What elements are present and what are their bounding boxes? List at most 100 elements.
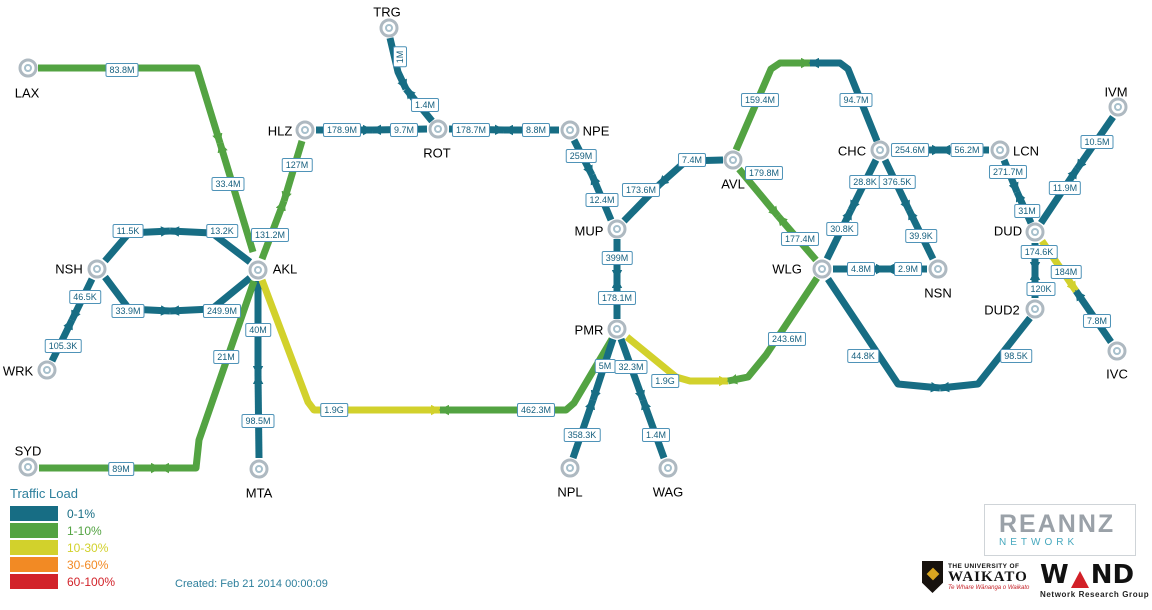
node-ROT[interactable] — [428, 119, 448, 139]
link-load-label[interactable]: 178.1M — [597, 291, 637, 305]
link-load-label[interactable]: 12.4M — [585, 193, 619, 207]
node-label-DUD2[interactable]: DUD2 — [984, 302, 1020, 318]
link-load-label[interactable]: 44.8K — [847, 349, 879, 363]
node-NSN[interactable] — [928, 259, 948, 279]
node-label-LAX[interactable]: LAX — [14, 85, 40, 101]
link-load-label[interactable]: 1M — [393, 46, 407, 68]
link-load-label[interactable]: 105.3K — [44, 339, 82, 353]
link-load-label[interactable]: 174.6K — [1020, 245, 1058, 259]
link-load-label[interactable]: 462.3M — [516, 403, 556, 417]
node-WAG[interactable] — [658, 458, 678, 478]
link-load-label[interactable]: 28.8K — [849, 175, 881, 189]
link-load-label[interactable]: 31M — [1014, 204, 1040, 218]
link-load-label[interactable]: 358.3K — [563, 428, 601, 442]
link-load-label[interactable]: 1.9G — [651, 374, 679, 388]
node-NPL[interactable] — [560, 458, 580, 478]
link-load-label[interactable]: 254.6M — [890, 143, 930, 157]
link-load-label[interactable]: 13.2K — [206, 224, 238, 238]
node-LCN[interactable] — [990, 140, 1010, 160]
link-load-label[interactable]: 259M — [565, 149, 597, 163]
link-load-label[interactable]: 83.8M — [105, 63, 139, 77]
link-load-label[interactable]: 177.4M — [780, 232, 820, 246]
link-load-label[interactable]: 10.5M — [1080, 135, 1114, 149]
link-load-label[interactable]: 56.2M — [950, 143, 984, 157]
node-DUD[interactable] — [1025, 222, 1045, 242]
link-load-label[interactable]: 5M — [594, 359, 616, 373]
node-label-ROT[interactable]: ROT — [423, 145, 451, 161]
node-NSH[interactable] — [87, 259, 107, 279]
node-MTA[interactable] — [249, 459, 269, 479]
link-load-label[interactable]: 120K — [1026, 282, 1056, 296]
link-load-label[interactable]: 249.9M — [202, 304, 242, 318]
link-load-label[interactable]: 39.9K — [905, 229, 937, 243]
link-load-label[interactable]: 11.5K — [112, 224, 144, 238]
node-CHC[interactable] — [870, 140, 890, 160]
node-label-SYD[interactable]: SYD — [14, 443, 42, 459]
link-load-label[interactable]: 7.8M — [1082, 314, 1112, 328]
node-label-WAG[interactable]: WAG — [652, 484, 684, 500]
node-DUD2[interactable] — [1025, 299, 1045, 319]
link-load-label[interactable]: 11.9M — [1048, 181, 1082, 195]
node-label-DUD[interactable]: DUD — [993, 223, 1023, 239]
node-label-AKL[interactable]: AKL — [272, 261, 298, 277]
link-load-label[interactable]: 46.5K — [69, 290, 101, 304]
link-load-label[interactable]: 89M — [108, 462, 134, 476]
link-load-label[interactable]: 98.5K — [1000, 349, 1032, 363]
link-load-label[interactable]: 243.6M — [767, 332, 807, 346]
link-load-label[interactable]: 271.7M — [988, 165, 1028, 179]
link-load-label[interactable]: 32.3M — [614, 360, 648, 374]
link-load-label[interactable]: 159.4M — [740, 93, 780, 107]
link-load-label[interactable]: 2.9M — [893, 262, 923, 276]
link-load-label[interactable]: 33.9M — [111, 304, 145, 318]
link-load-label[interactable]: 178.9M — [322, 123, 362, 137]
link-load-label[interactable]: 4.8M — [846, 262, 876, 276]
link-load-label[interactable]: 179.8M — [744, 166, 784, 180]
node-AVL[interactable] — [723, 150, 743, 170]
node-TRG[interactable] — [379, 18, 399, 38]
node-AKL[interactable] — [248, 260, 268, 280]
node-label-PMR[interactable]: PMR — [574, 322, 604, 338]
node-LAX[interactable] — [18, 58, 38, 78]
node-label-CHC[interactable]: CHC — [837, 143, 867, 159]
node-NPE[interactable] — [560, 120, 580, 140]
node-label-LCN[interactable]: LCN — [1012, 143, 1040, 159]
node-label-WLG[interactable]: WLG — [772, 261, 802, 277]
node-label-TRG[interactable]: TRG — [373, 4, 401, 20]
node-label-MTA[interactable]: MTA — [245, 485, 273, 501]
link-load-label[interactable]: 376.5K — [878, 175, 916, 189]
link-load-label[interactable]: 30.8K — [826, 222, 858, 236]
link-load-label[interactable]: 9.7M — [389, 123, 419, 137]
link-load-label[interactable]: 184M — [1050, 265, 1082, 279]
link-load-label[interactable]: 399M — [601, 251, 633, 265]
link-load-label[interactable]: 1.4M — [641, 428, 671, 442]
node-label-AVL[interactable]: AVL — [721, 176, 745, 192]
link-load-label[interactable]: 127M — [281, 158, 313, 172]
link-load-label[interactable]: 1.9G — [320, 403, 348, 417]
link-load-label[interactable]: 8.8M — [521, 123, 551, 137]
node-label-IVM[interactable]: IVM — [1104, 84, 1128, 100]
link-load-label[interactable]: 21M — [213, 350, 239, 364]
node-label-HLZ[interactable]: HLZ — [267, 123, 293, 139]
node-label-NSH[interactable]: NSH — [55, 261, 83, 277]
node-label-NPL[interactable]: NPL — [557, 484, 583, 500]
node-IVM[interactable] — [1108, 97, 1128, 117]
link-load-label[interactable]: 173.6M — [621, 183, 661, 197]
node-IVC[interactable] — [1107, 341, 1127, 361]
node-label-NPE[interactable]: NPE — [582, 123, 610, 139]
node-HLZ[interactable] — [295, 120, 315, 140]
node-label-IVC[interactable]: IVC — [1106, 366, 1128, 382]
link-load-label[interactable]: 1.4M — [410, 98, 440, 112]
link-load-label[interactable]: 178.7M — [451, 123, 491, 137]
node-PMR[interactable] — [607, 319, 627, 339]
node-MUP[interactable] — [607, 219, 627, 239]
node-label-NSN[interactable]: NSN — [924, 285, 952, 301]
node-WLG[interactable] — [812, 259, 832, 279]
link-load-label[interactable]: 33.4M — [211, 177, 245, 191]
node-label-MUP[interactable]: MUP — [574, 223, 604, 239]
link-load-label[interactable]: 98.5M — [241, 414, 275, 428]
node-SYD[interactable] — [18, 457, 38, 477]
node-WRK[interactable] — [37, 360, 57, 380]
link-load-label[interactable]: 131.2M — [250, 228, 290, 242]
node-label-WRK[interactable]: WRK — [2, 363, 34, 379]
link-load-label[interactable]: 40M — [245, 323, 271, 337]
